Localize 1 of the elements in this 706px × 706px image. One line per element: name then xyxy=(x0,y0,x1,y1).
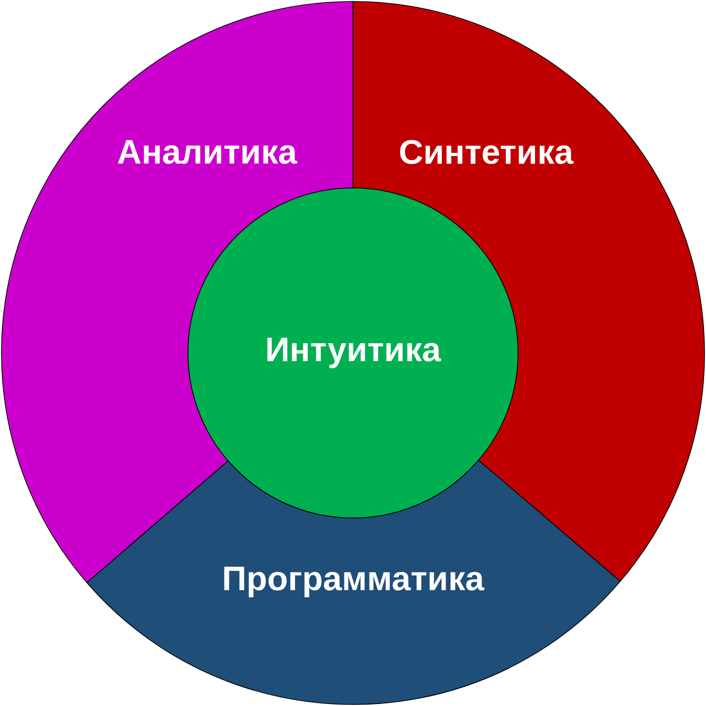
ring-segment: Программатика xyxy=(86,460,621,705)
